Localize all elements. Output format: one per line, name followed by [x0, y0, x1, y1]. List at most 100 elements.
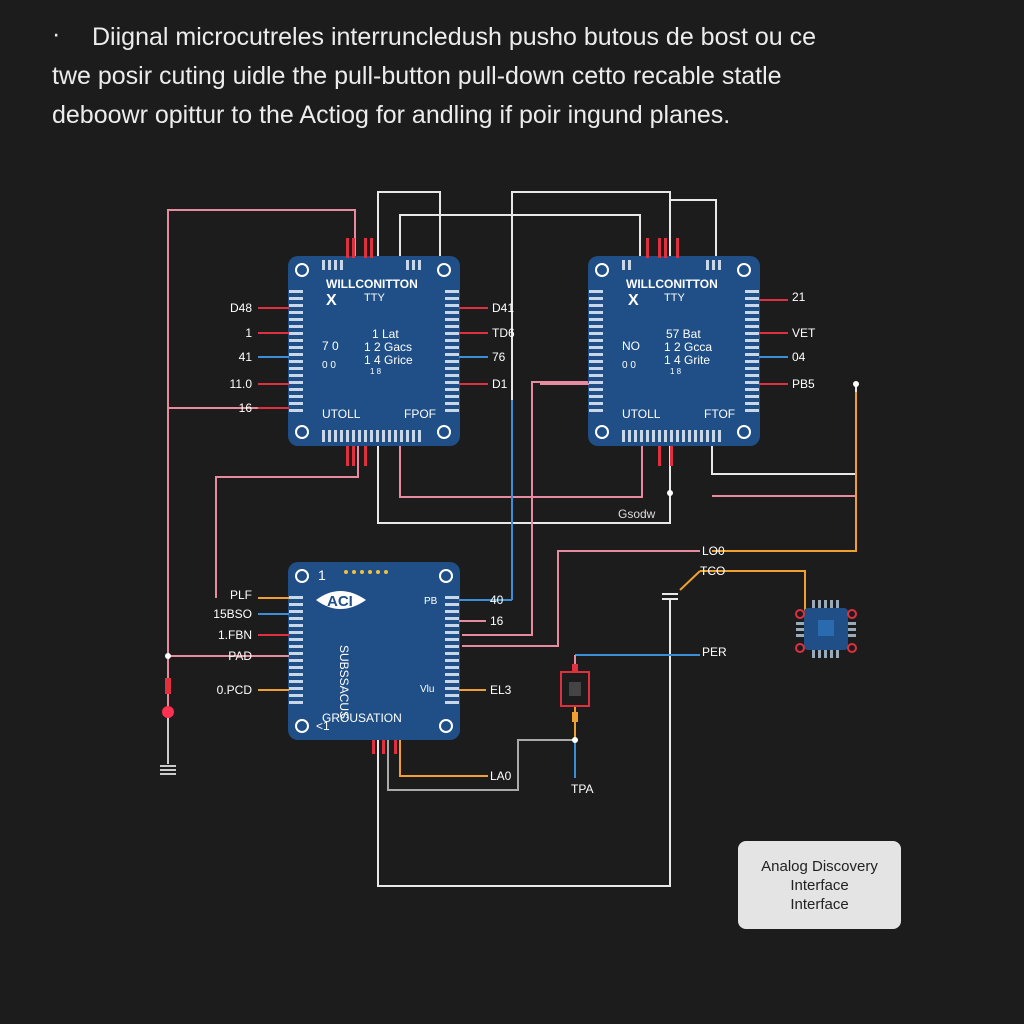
wire-white-top-3 — [399, 214, 641, 260]
wire-pink-lo0 — [462, 550, 700, 647]
pin-label: 16 — [239, 401, 253, 415]
mcu-top-right-center-4: 1 8 — [670, 367, 682, 376]
mcu-bottom-side-text: SUBSSACUS — [337, 645, 351, 719]
junction-dot — [572, 737, 578, 743]
pin-label: 04 — [792, 350, 806, 364]
pin-label: TD6 — [492, 326, 515, 340]
mcu-top-left-mark-2: 0 0 — [322, 360, 336, 371]
wire-pink-16 — [462, 381, 590, 636]
junction-dot — [667, 490, 673, 496]
pin-label: 0.PCD — [217, 683, 253, 697]
mount-hole — [295, 425, 309, 439]
wire-grey-bottom — [387, 739, 575, 791]
mcu-bottom-pin-tag-vlu: Vlu — [420, 684, 434, 695]
pin-row-right — [445, 596, 459, 704]
pin-label: PAD — [228, 649, 252, 663]
pin-row-bottom — [622, 430, 721, 442]
mcu-top-right-subtitle: TTY — [664, 292, 685, 304]
net-label-tpa: TPA — [571, 782, 593, 796]
pin-label: 16 — [490, 614, 504, 628]
mcu-bottom-pin-stubs — [258, 597, 486, 691]
wire-pink-left — [167, 209, 356, 409]
bullet-mark: · — [52, 20, 61, 48]
description-line-2: twe posir cuting uidle the pull-button p… — [52, 62, 782, 90]
mount-hole — [437, 425, 451, 439]
small-ic-pad — [795, 609, 805, 619]
net-label-lao: LA0 — [490, 769, 512, 783]
pin-label: 41 — [239, 350, 253, 364]
pin-label: 1.FBN — [218, 628, 252, 642]
mcu-top-left-x: X — [326, 292, 337, 309]
mount-hole — [737, 263, 751, 277]
description-line-3: deboowr opittur to the Actiog for andlin… — [52, 101, 731, 129]
pin-label: D41 — [492, 301, 514, 315]
small-ic — [795, 600, 857, 658]
pin-row-right — [745, 290, 759, 412]
mcu-top-right-center-2: 1 2 Gcca — [664, 340, 712, 354]
small-ic-pad — [847, 609, 857, 619]
capacitor — [662, 593, 678, 600]
pin-row-bottom — [322, 430, 421, 442]
net-label-per: PER — [702, 645, 727, 659]
junction-dot — [853, 381, 859, 387]
mcu-bottom-logo: ACI — [327, 593, 353, 610]
comp-pin-bottom — [572, 712, 578, 722]
wire-white-top-1 — [377, 191, 441, 260]
mcu-bottom-text: GROUSATION — [322, 711, 402, 725]
net-label-tco: TCO — [700, 564, 725, 578]
mount-hole — [437, 263, 451, 277]
pin-dots-top — [344, 570, 388, 574]
description-line-1: Diignal microcutreles interruncledush pu… — [92, 23, 817, 51]
note-line-1: Analog Discovery — [761, 857, 878, 875]
mount-hole — [295, 569, 309, 583]
red-pins — [646, 238, 679, 466]
wire-pink-mid — [399, 444, 643, 498]
mount-hole — [439, 719, 453, 733]
component-core — [569, 682, 581, 696]
pin-label: PB5 — [792, 377, 815, 391]
mount-hole — [737, 425, 751, 439]
mount-hole — [595, 263, 609, 277]
wire-orange-right — [712, 392, 857, 552]
pin-label: 1 — [245, 326, 252, 340]
small-ic-pad — [795, 643, 805, 653]
mcu-top-left-center-3: 1 4 Grice — [364, 353, 413, 367]
pin-label: 21 — [792, 290, 806, 304]
mcu-top-right-mark-2: 0 0 — [622, 360, 636, 371]
net-label-lo0: LO0 — [702, 544, 725, 558]
wires — [167, 191, 857, 887]
mount-hole — [295, 263, 309, 277]
led-body — [165, 678, 171, 694]
note-line-3: Interface — [790, 895, 849, 913]
mcu-top-left: WILLCONITTON X TTY 1 Lat 1 2 Gacs 1 4 Gr… — [288, 238, 460, 466]
mcu-bottom: ACI 1 SUBSSACUS GROUSATION <1 PB Vlu — [288, 562, 460, 754]
mcu-bottom-bottom-left: <1 — [316, 719, 330, 733]
pin-label: 15BSO — [213, 607, 252, 621]
mount-hole — [295, 719, 309, 733]
wire-orange-tco-diag — [679, 570, 701, 591]
small-ic-pad — [847, 643, 857, 653]
mcu-top-left-title: WILLCONITTON — [326, 277, 418, 291]
mcu-top-left-mark-1: 7 0 — [322, 339, 339, 353]
pin-label: D1 — [492, 377, 508, 391]
pin-row-left — [289, 596, 303, 704]
mount-hole — [595, 425, 609, 439]
mount-hole — [439, 569, 453, 583]
analog-discovery-note: Analog Discovery Interface Interface — [738, 841, 901, 929]
led-indicator — [162, 706, 174, 718]
pin-row-left — [289, 290, 303, 412]
pin-label: VET — [792, 326, 816, 340]
mcu-top-left-center-2: 1 2 Gacs — [364, 340, 412, 354]
pin-row-top — [322, 260, 421, 270]
junction-dot — [165, 653, 171, 659]
pin-label: EL3 — [490, 683, 512, 697]
junctions — [165, 381, 859, 743]
acd-logo-icon — [316, 591, 366, 609]
pin-label: 11.0 — [230, 377, 253, 391]
mcu-top-right-mark-1: NO — [622, 339, 640, 353]
mcu-top-left-subtitle: TTY — [364, 292, 385, 304]
mcu-top-right-title: WILLCONITTON — [626, 277, 718, 291]
ground-led — [160, 678, 176, 775]
note-line-2: Interface — [790, 876, 849, 894]
mcu-top-right-center-1: 57 Bat — [666, 327, 701, 341]
